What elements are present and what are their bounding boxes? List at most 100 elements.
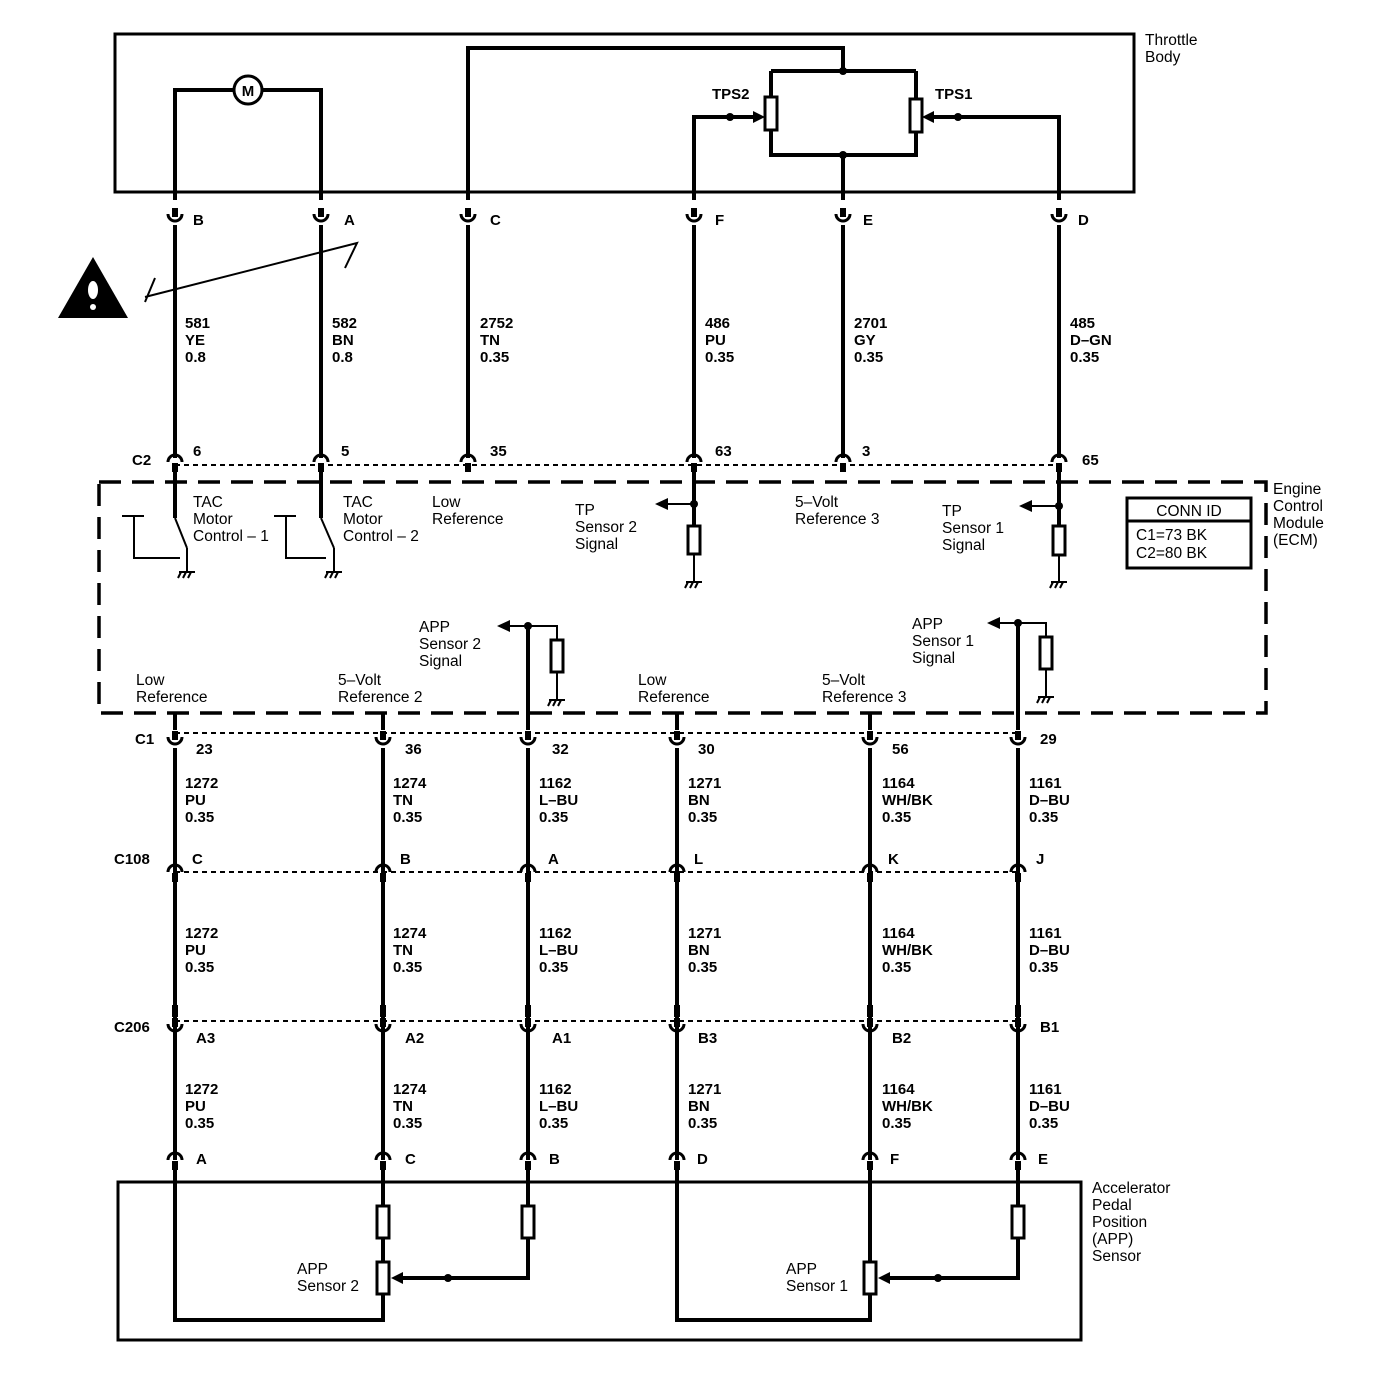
tps1-wiper [932, 115, 1061, 200]
tac-motor-driver-1 [122, 472, 196, 579]
svg-text:3: 3 [862, 443, 870, 460]
tp-sensor-1-input [1019, 472, 1068, 589]
svg-text:J: J [1036, 851, 1044, 868]
svg-text:29: 29 [1040, 731, 1057, 748]
svg-text:D: D [697, 1151, 708, 1168]
motor-circuit [173, 88, 323, 200]
app-sensor-2-input [497, 620, 566, 730]
svg-text:CONN ID: CONN ID [1156, 503, 1221, 520]
svg-text:36: 36 [405, 741, 422, 758]
c206-label: C206 [114, 1019, 150, 1036]
svg-text:65: 65 [1082, 452, 1099, 469]
svg-text:B3: B3 [698, 1030, 717, 1047]
svg-text:B: B [193, 212, 204, 229]
throttle-body-connectors [166, 206, 1068, 223]
svg-text:E: E [1038, 1151, 1048, 1168]
c1-pin-labels: 23 36 32 30 56 29 [196, 731, 1057, 758]
svg-text:A1: A1 [552, 1030, 571, 1047]
conn-id-table: CONN ID C1=73 BK C2=80 BK [1125, 496, 1253, 570]
svg-text:B: B [400, 851, 411, 868]
app-pin-labels: A C B D F E [196, 1151, 1048, 1168]
svg-text:F: F [890, 1151, 899, 1168]
throttle-body-label: Throttle Body [1145, 32, 1202, 66]
ecm-box [97, 480, 1268, 715]
svg-text:C: C [192, 851, 203, 868]
svg-text:M: M [242, 83, 255, 100]
caution-icon [58, 257, 128, 318]
svg-text:K: K [888, 851, 899, 868]
tps1-label: TPS1 [935, 86, 973, 103]
svg-text:E: E [863, 212, 873, 229]
ecm-label: Engine Control Module (ECM) [1273, 481, 1328, 549]
svg-text:A: A [196, 1151, 207, 1168]
svg-text:F: F [715, 212, 724, 229]
app-sensor-label: Accelerator Pedal Position (APP) Sensor [1092, 1180, 1175, 1265]
twisted-pair-indicator [144, 241, 359, 303]
throttle-body-pin-labels: B A C F E D [193, 212, 1089, 229]
svg-text:B2: B2 [892, 1030, 911, 1047]
c108-pin-labels: C B A L K J [192, 851, 1044, 868]
tps2-label: TPS2 [712, 86, 750, 103]
ecm-c1-stubs [173, 713, 872, 730]
svg-text:C2=80 BK: C2=80 BK [1136, 545, 1208, 562]
svg-text:L: L [694, 851, 703, 868]
c206-stubs [172, 1005, 1021, 1017]
svg-text:35: 35 [490, 443, 507, 460]
tps-bridge-wiring [769, 69, 918, 200]
app-sensor-1-circuit [675, 1170, 1026, 1322]
svg-text:A3: A3 [196, 1030, 215, 1047]
svg-text:6: 6 [193, 443, 201, 460]
tps1-resistor [908, 97, 924, 134]
app-sensor-box [116, 1180, 1083, 1342]
c2-connector-pins [166, 453, 1068, 474]
svg-text:30: 30 [698, 741, 715, 758]
svg-text:C: C [405, 1151, 416, 1168]
tps2-wiper [692, 115, 755, 200]
svg-text:5: 5 [341, 443, 349, 460]
c1-label: C1 [135, 731, 154, 748]
c2-pin-labels: 6 5 35 63 3 65 [193, 443, 1099, 469]
svg-text:63: 63 [715, 443, 732, 460]
c206-pin-labels: A3 A2 A1 B3 B2 B1 [196, 1019, 1059, 1047]
throttle-circuit-wires [173, 225, 1061, 458]
app-sensor-1-label: APP Sensor 1 [786, 1261, 848, 1295]
throttle-body-box [113, 32, 1136, 194]
app-sensor-2-circuit [173, 1170, 536, 1322]
tp-sensor-2-input [655, 472, 703, 589]
pedal-circuit-wires [173, 748, 1020, 1160]
app-sensor-1-input [987, 617, 1055, 730]
svg-text:A: A [344, 212, 355, 229]
